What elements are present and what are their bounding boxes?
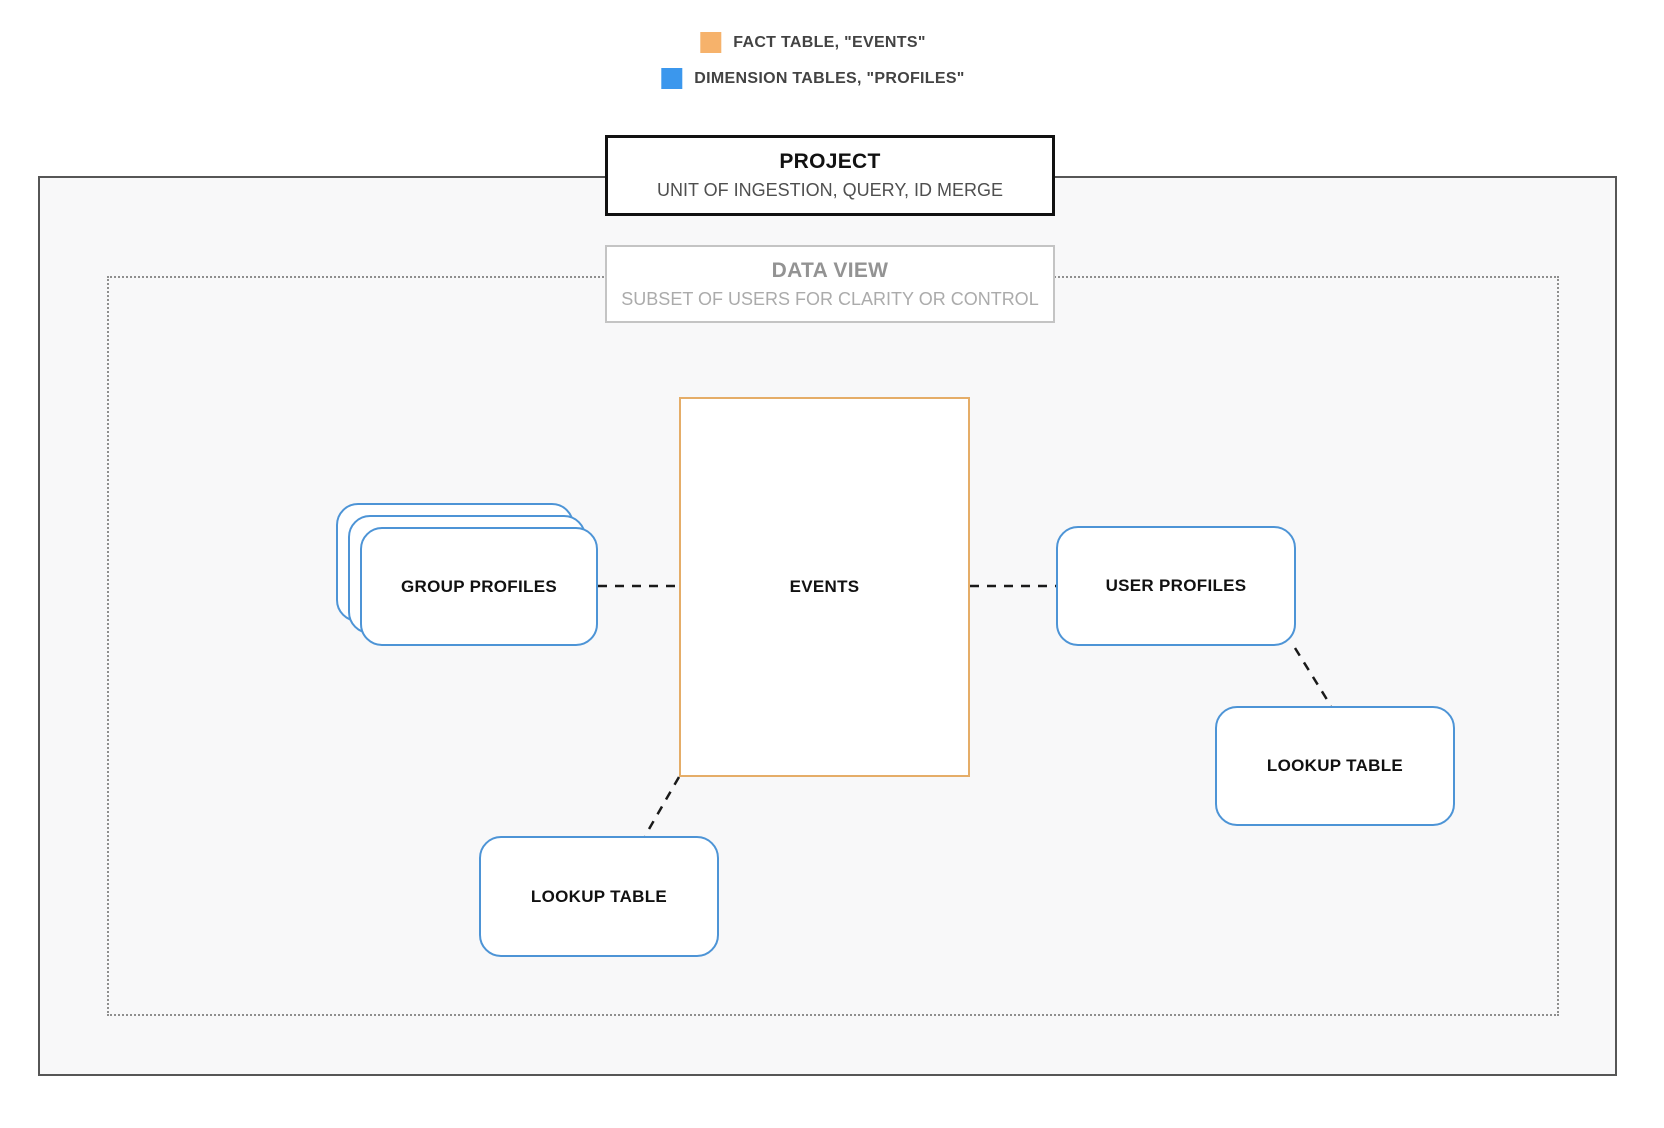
lookup-table-left-node: LOOKUP TABLE bbox=[479, 836, 719, 957]
events-node: EVENTS bbox=[679, 397, 970, 777]
group-profiles-node: GROUP PROFILES bbox=[360, 527, 598, 646]
events-label: EVENTS bbox=[789, 577, 860, 596]
legend-item-dimension-tables: DIMENSION TABLES, "PROFILES" bbox=[661, 68, 964, 89]
lookup-table-left-label: LOOKUP TABLE bbox=[530, 886, 668, 906]
legend-dimension-tables-label: DIMENSION TABLES, "PROFILES" bbox=[694, 69, 965, 87]
user-profiles-label: USER PROFILES bbox=[1105, 576, 1247, 595]
lookup-table-right-label: LOOKUP TABLE bbox=[1266, 756, 1404, 775]
legend-fact-table-label: FACT TABLE, "EVENTS" bbox=[733, 33, 926, 51]
data-view-title: DATA VIEW bbox=[771, 258, 889, 282]
user-profiles-node: USER PROFILES bbox=[1056, 526, 1296, 646]
project-subtitle: UNIT OF INGESTION, QUERY, ID MERGE bbox=[656, 180, 1004, 200]
data-view-box: DATA VIEW SUBSET OF USERS FOR CLARITY OR… bbox=[605, 245, 1055, 323]
lookup-table-right-node: LOOKUP TABLE bbox=[1215, 706, 1455, 826]
dimension-tables-swatch-icon bbox=[661, 68, 683, 89]
data-view-subtitle: SUBSET OF USERS FOR CLARITY OR CONTROL bbox=[621, 288, 1039, 309]
legend: FACT TABLE, "EVENTS" DIMENSION TABLES, "… bbox=[661, 32, 964, 89]
project-box: PROJECT UNIT OF INGESTION, QUERY, ID MER… bbox=[605, 135, 1055, 216]
project-title: PROJECT bbox=[779, 150, 881, 173]
legend-item-fact-table: FACT TABLE, "EVENTS" bbox=[700, 32, 925, 53]
group-profiles-label: GROUP PROFILES bbox=[401, 576, 557, 596]
fact-table-swatch-icon bbox=[700, 32, 722, 53]
